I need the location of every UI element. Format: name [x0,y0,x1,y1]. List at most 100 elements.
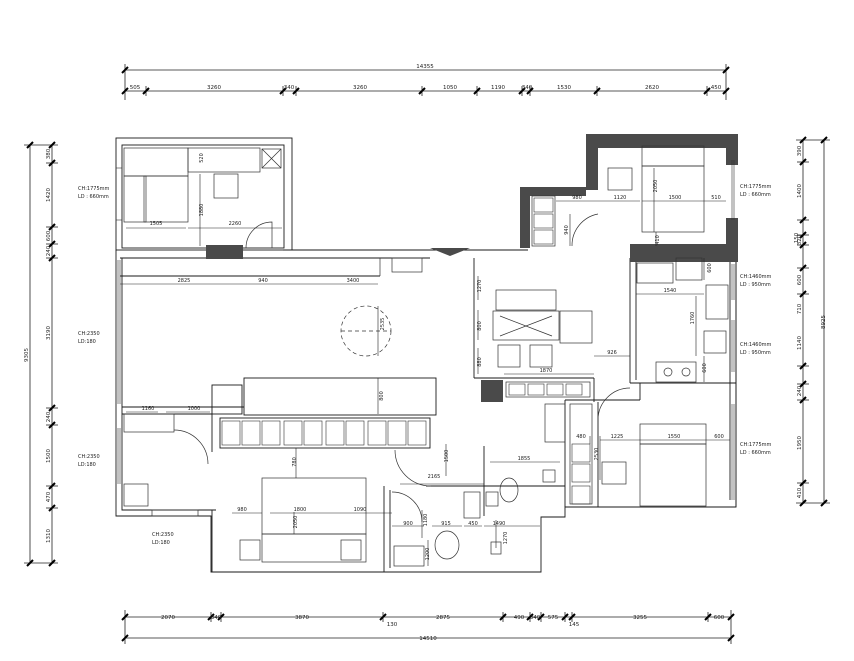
dim-980a: 980 [237,507,247,513]
note-window-4-ld: LD:180 [152,540,170,546]
right-dim-9: 1950 [797,436,803,450]
windows [116,160,735,500]
side-table [211,384,243,415]
top-dim-7: 340 [522,85,533,91]
note-window-2-ch: CH:2350 [78,331,100,337]
dim-800b: 800 [379,391,385,401]
appliance-unit [705,284,729,320]
top-dim-5: 1050 [443,85,457,91]
dim-3400: 3400 [347,278,360,284]
dim-520: 520 [199,153,205,163]
wall-inner-study [121,144,285,249]
stove [655,361,697,383]
bottom-dim-7: 575 [548,615,559,621]
right-overall-dim: 8925 [821,315,827,329]
dim-1180: 1180 [423,514,429,527]
dim-1500: 1500 [669,195,682,201]
bottom-dim-9: 600 [714,615,725,621]
bottom-dim-6: 340 [530,615,541,621]
note-window-5-ld: LD : 660mm [740,192,771,198]
left-dim-4: 240 [46,245,52,256]
dim-1550: 1550 [668,434,681,440]
bottom-dim-4: 2875 [436,615,450,621]
solid-wall-column-2 [481,380,503,402]
note-window-7-ld: LD : 950mm [740,350,771,356]
note-window-4-ch: CH:2350 [152,532,174,538]
sink-basin [544,403,566,443]
study-cabinet-2 [123,175,147,223]
left-dimension-ticks [26,141,56,567]
right-dim-2: 1400 [797,184,803,198]
study-shelf [187,147,261,173]
dim-1760: 1760 [690,312,696,325]
dim-1505: 1505 [150,221,163,227]
left-dim-3: 600 [46,230,52,241]
floor-drain-2 [542,469,556,483]
kitchen-fridge [559,310,593,344]
sofa-block [243,377,437,416]
toilet-2 [499,477,519,503]
bed-headboard-tr [641,145,705,167]
window-sill-left [151,509,199,517]
bottom-dimension-ticks [121,613,735,642]
bed-master-pillows [261,533,367,563]
note-window-8-ld: LD : 660mm [740,450,771,456]
solid-wall-left [520,187,586,248]
note-window-3-ch: CH:2350 [78,454,100,460]
dim-940a: 940 [258,278,268,284]
dim-880: 880 [477,357,483,367]
dim-1000: 1000 [188,406,201,412]
dim-1225: 1225 [611,434,624,440]
solid-wall-top [586,134,738,190]
note-window-6-ch: CH:1460mm [740,274,772,280]
study-storage [261,148,282,169]
shower [463,491,481,519]
nightstand-br [601,461,627,485]
door-swing-study [245,221,273,249]
dim-1200: 1200 [425,548,431,561]
left-dimensions [24,144,58,564]
right-dim-1: 390 [797,145,803,156]
right-dim-10: 410 [797,487,803,498]
study-chair [213,173,239,199]
bathtub [393,545,425,567]
left-dim-5: 3190 [46,326,52,340]
left-room-desk [123,413,175,433]
top-dim-9: 2620 [645,85,659,91]
dim-2535: 2535 [380,318,386,331]
nightstand-master-2 [340,539,362,561]
bottom-dim-5: 490 [514,615,525,621]
dim-510: 510 [711,195,721,201]
bed-tr [641,165,705,233]
dining-chair-1 [497,344,521,368]
left-room-chair [123,483,149,507]
dim-2825: 2825 [178,278,191,284]
aux-cabinet-2 [675,257,703,281]
left-dim-8: 470 [46,491,52,502]
solid-walls [206,134,738,402]
dim-480: 480 [576,434,586,440]
note-window-5-ch: CH:1775mm [740,184,772,190]
solid-wall-column-1 [206,245,243,259]
wardrobe-cells [221,197,591,505]
dim-1855: 1855 [518,456,531,462]
right-dim-8: 240 [797,385,803,396]
note-window-1-ch: CH:1775mm [78,186,110,192]
dim-600b: 600 [702,363,708,373]
dim-1090: 1090 [354,507,367,513]
right-dim-4: 320 [797,234,803,245]
top-dimension-ticks [121,66,730,95]
left-dim-1: 380 [46,148,52,159]
right-dim-6: 710 [797,303,803,314]
aux-cabinet-1 [636,262,674,284]
dim-2530: 2530 [594,448,600,461]
bottom-dim-1: 2070 [161,615,175,621]
left-dim-9: 1310 [46,529,52,543]
bed-br [639,443,707,507]
door-swing-left [173,429,209,465]
wall-outline-study [115,137,293,251]
note-window-2-ld: LD:180 [78,339,96,345]
study-desk [143,175,189,223]
wardrobe-br [569,403,593,505]
